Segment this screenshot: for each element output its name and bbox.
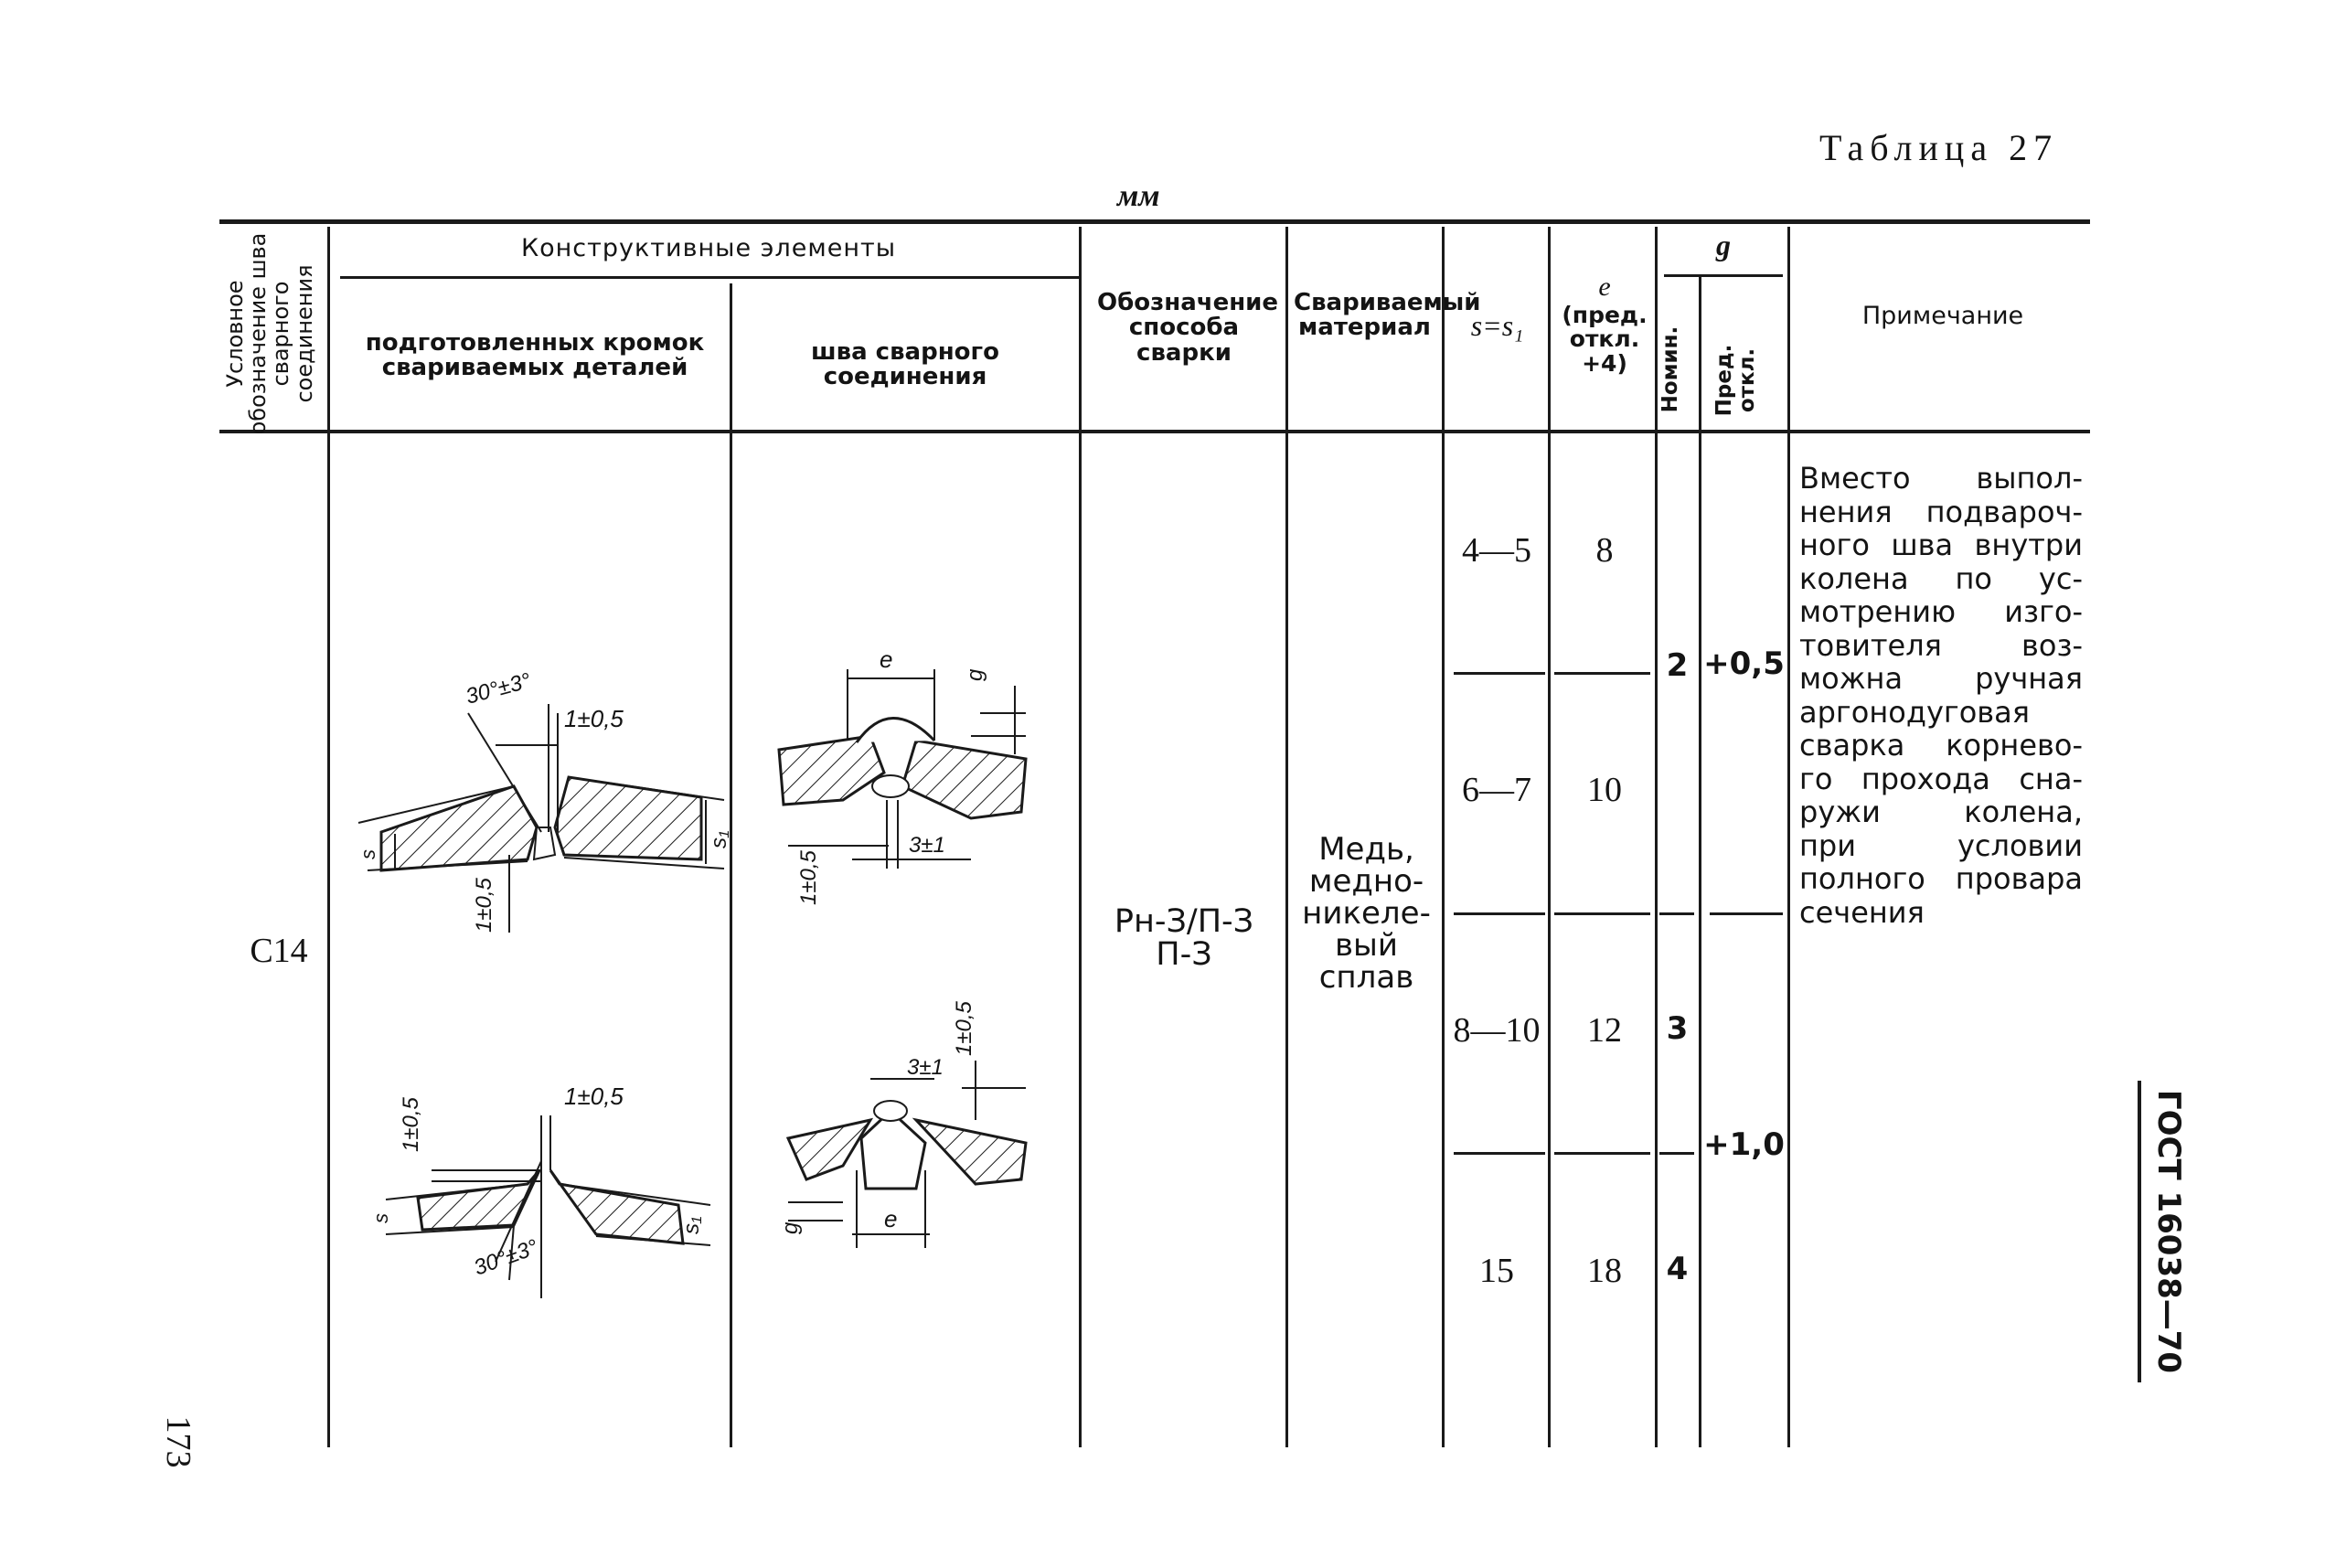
structural-subrule	[340, 276, 1079, 279]
header-note: Примечание	[1861, 302, 2024, 330]
material-line: вый	[1335, 927, 1398, 965]
e-label-lower: e	[884, 1205, 897, 1232]
gap-label: 1±0,5	[564, 705, 624, 732]
col-line-2	[730, 283, 732, 1447]
root-label: 1±0,5	[796, 849, 821, 905]
g-tolerance-value: +1,0	[1703, 1126, 1785, 1163]
e-value: 8	[1595, 531, 1614, 570]
note-line: сечения	[1799, 894, 1925, 930]
header-method: Обозначение способа сварки	[1097, 289, 1279, 367]
g-nominal-value: 4	[1666, 1251, 1689, 1287]
material-line: сплав	[1318, 959, 1414, 997]
row-sep-3	[1454, 1152, 1545, 1155]
row-method-line1: Рн-З/П-З	[1114, 903, 1254, 940]
s-value: 6—7	[1462, 771, 1531, 809]
root-pass-label: 3±1	[909, 833, 945, 858]
note-line: ного шва внутри	[1799, 528, 2083, 562]
row-sep-2b	[1554, 912, 1650, 915]
header-g: g	[1716, 229, 1731, 261]
weld-seam-lower-drawing: 3±1 1±0,5 e g	[778, 1000, 1028, 1248]
col-line-4	[1285, 227, 1288, 1447]
col-line-6	[1548, 227, 1551, 1447]
row-method-line2: П-З	[1156, 936, 1212, 973]
s1-label-lower: s₁	[679, 1216, 704, 1234]
root-gap-label: 1±0,5	[472, 877, 496, 933]
row-note: Вместо выпол- нения подвароч- ного шва в…	[1799, 462, 2083, 929]
row-sep-1b	[1554, 672, 1650, 675]
s-value: 15	[1479, 1252, 1514, 1290]
material-line: никеле-	[1302, 895, 1431, 933]
header-e: e	[1598, 272, 1611, 302]
table-top-rule	[219, 219, 2090, 224]
header-material: Свариваемый материал	[1294, 289, 1481, 342]
row-sep-3c	[1659, 1152, 1694, 1155]
note-line: полного провара	[1799, 861, 2083, 896]
angle-label: 30°±3°	[464, 668, 534, 709]
page-number: 173	[159, 1415, 197, 1468]
e-value: 12	[1587, 1011, 1622, 1050]
header-g-tolerance: Пред. откл.	[1712, 344, 1760, 417]
col-line-7	[1655, 227, 1658, 1447]
note-line: го прохода сна-	[1799, 761, 2083, 796]
note-line: аргонодуговая	[1799, 694, 2030, 730]
root-label-lower: 1±0,5	[399, 1096, 423, 1152]
note-line: товителя воз-	[1799, 627, 2083, 663]
col-line-9	[1787, 227, 1790, 1447]
col-line-5	[1442, 227, 1445, 1447]
s-value: 4—5	[1462, 531, 1531, 570]
header-designation: Условное обозначение шва сварного соедин…	[222, 232, 317, 435]
e-label: e	[880, 645, 892, 673]
row-sep-2c	[1659, 912, 1694, 915]
g-label: g	[963, 668, 987, 681]
material-line: медно-	[1308, 863, 1424, 901]
row-sep-2	[1454, 912, 1545, 915]
col-line-1	[327, 227, 330, 1447]
g-tolerance-label-lower: 1±0,5	[952, 1000, 976, 1056]
header-structural: Конструктивные элементы	[520, 234, 897, 262]
s-label-lower: s	[369, 1213, 392, 1223]
col-line-3	[1079, 227, 1082, 1447]
note-line: мотрению изго-	[1799, 594, 2083, 629]
header-prepared-edges: подготовленных кромок свариваемых детале…	[365, 329, 705, 382]
header-weld-seam: шва сварного соединения	[811, 338, 999, 391]
g-tolerance-value: +0,5	[1703, 645, 1785, 682]
s-label: s	[357, 849, 379, 859]
prepared-edges-lower-drawing: 1±0,5 1±0,5 30°±3° s s₁	[369, 1083, 711, 1298]
weld-drawings: 30°±3° 1±0,5 1±0,5 s s₁ 1±0,5 1±0,5 30°±…	[357, 645, 1028, 1298]
g-nominal-value: 2	[1666, 647, 1689, 684]
standard-designation: ГОСТ 16038—70	[2138, 1081, 2187, 1382]
row-sep-1	[1454, 672, 1545, 675]
header-bottom-rule	[219, 430, 2090, 433]
note-line: при условии	[1799, 827, 2083, 863]
note-line: ружи колена,	[1799, 795, 2083, 829]
note-line: можна ручная	[1799, 661, 2083, 696]
g-subrule	[1664, 274, 1783, 277]
note-line: Вместо выпол-	[1799, 461, 2083, 496]
weld-seam-upper-drawing: e g 1±0,5 3±1	[777, 645, 1028, 905]
note-line: нения подвароч-	[1799, 494, 2083, 529]
g-nominal-value: 3	[1666, 1010, 1689, 1047]
row-sep-3b	[1554, 1152, 1650, 1155]
e-value: 18	[1587, 1252, 1622, 1290]
s1-label: s₁	[707, 830, 731, 848]
units-label: мм	[1117, 179, 1160, 213]
header-s: s=s₁	[1470, 309, 1524, 342]
s-value: 8—10	[1453, 1011, 1541, 1050]
row-designation: С14	[250, 932, 308, 970]
header-e-tolerance: (пред. откл. +4)	[1562, 302, 1648, 377]
col-line-8	[1699, 274, 1701, 1447]
table-title: Таблица 27	[1819, 127, 2059, 168]
row-sep-2d	[1710, 912, 1783, 915]
material-line: Медь,	[1318, 831, 1414, 868]
note-line: колена по ус-	[1799, 560, 2083, 596]
g-label-lower: g	[778, 1221, 803, 1234]
e-value: 10	[1587, 771, 1622, 809]
angle-label-lower: 30°±3°	[471, 1234, 542, 1280]
note-line: сварка корнево-	[1799, 728, 2083, 763]
header-g-nominal: Номин.	[1658, 325, 1682, 413]
prepared-edges-upper-drawing: 30°±3° 1±0,5 1±0,5 s s₁	[357, 668, 731, 933]
gap-label-lower: 1±0,5	[564, 1083, 624, 1110]
row-material: Медь, медно- никеле- вый сплав	[1291, 831, 1442, 997]
root-pass-label-lower: 3±1	[907, 1055, 944, 1080]
